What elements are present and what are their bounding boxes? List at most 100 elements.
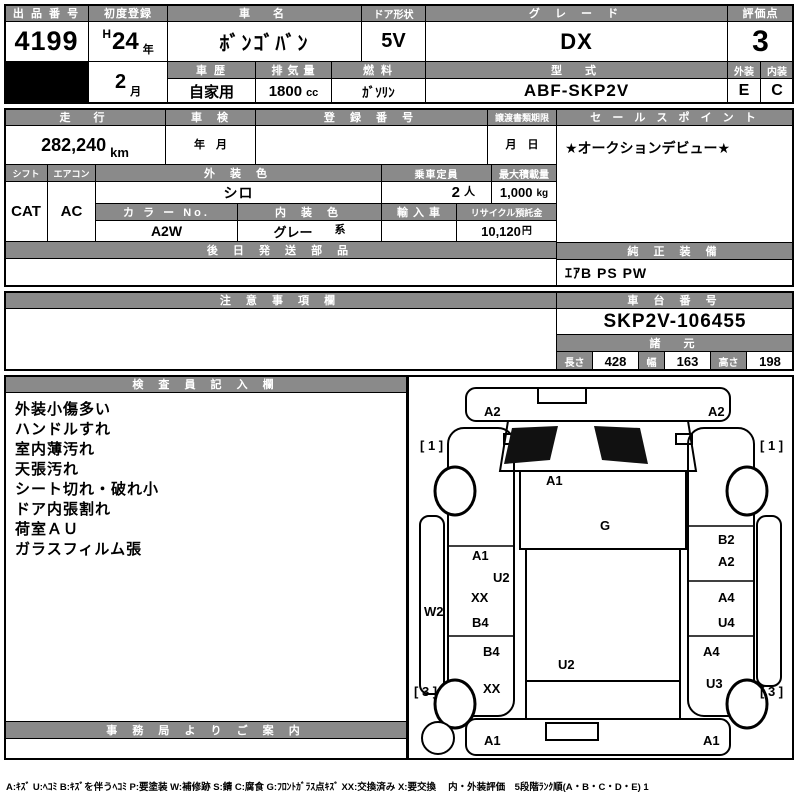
inspector-note: ドア内張割れ xyxy=(15,501,112,518)
int-color-label: 内 装 色 xyxy=(237,203,382,221)
max-load-value: 1,000 kg xyxy=(491,181,557,204)
import-value xyxy=(381,220,457,242)
sales-point-label: セ ー ル ス ポ イ ン ト xyxy=(556,108,794,126)
damage-marker: A4 xyxy=(703,644,720,659)
mileage-label: 走 行 xyxy=(4,108,166,126)
aircon-label: エアコン xyxy=(47,164,96,182)
damage-marker: A1 xyxy=(484,733,501,748)
sales-point-value: ★オークションデビュー★ xyxy=(556,125,794,243)
damage-marker: [ 3 ] xyxy=(414,684,438,699)
door-shape-label: ドア形状 xyxy=(361,4,426,22)
interior-label: 内装 xyxy=(760,61,794,79)
int-color-name: グレー xyxy=(273,224,313,240)
interior-score: C xyxy=(760,78,794,104)
auction-no-label: 出 品 番 号 xyxy=(4,4,89,22)
history-label: 車 歴 xyxy=(167,61,256,79)
score-label: 評価点 xyxy=(727,4,794,22)
ext-color-label: 外 装 色 xyxy=(95,164,382,182)
reg-no-label: 登 録 番 号 xyxy=(255,108,488,126)
damage-marker: U3 xyxy=(706,676,723,691)
damage-marker: U4 xyxy=(718,615,735,630)
max-load-number: 1,000 xyxy=(499,185,533,200)
inspector-note: シート切れ・破れ小 xyxy=(15,481,160,498)
capacity-value: 2 人 xyxy=(381,181,492,204)
later-parts-label: 後 日 発 送 部 品 xyxy=(4,241,557,259)
first-reg-label: 初度登録 xyxy=(88,4,168,22)
color-no-value: A2W xyxy=(95,220,238,242)
oem-equipment-label: 純 正 装 備 xyxy=(556,242,794,260)
shift-value: CAT xyxy=(4,181,48,242)
inspection-value: 年 月 xyxy=(165,125,256,165)
grade-value: DX xyxy=(425,21,728,62)
damage-marker: XX xyxy=(471,590,489,605)
grade-label: グ レ ー ド xyxy=(425,4,728,22)
inspector-note: ハンドルすれ xyxy=(15,421,112,438)
door-shape-value: 5V xyxy=(361,21,426,62)
displacement-number: 1800 xyxy=(268,82,303,100)
max-load-label: 最大積載量 xyxy=(491,164,557,182)
max-load-unit: kg xyxy=(536,188,549,199)
year-unit: 年 xyxy=(142,44,154,56)
int-color-value: グレー 系 xyxy=(237,220,382,242)
history-value: 自家用 xyxy=(167,78,256,104)
era-mark: H xyxy=(102,27,111,41)
fuel-value: ｶﾞｿﾘﾝ xyxy=(331,78,426,104)
inspector-note: 荷室ＡＵ xyxy=(15,521,80,538)
capacity-unit: 人 xyxy=(464,186,475,198)
exterior-score: E xyxy=(727,78,761,104)
office-info-value xyxy=(4,738,408,760)
inspector-note: 室内薄汚れ xyxy=(15,441,96,458)
damage-marker: U2 xyxy=(493,570,510,585)
inspector-label: 検 査 員 記 入 欄 xyxy=(4,375,408,393)
damage-marker: A2 xyxy=(708,404,725,419)
car-name-label: 車 名 xyxy=(167,4,362,22)
color-no-label: カ ラ ー No. xyxy=(95,203,238,221)
recycle-number: 10,120 xyxy=(481,223,521,239)
ext-color-value: シロ xyxy=(95,181,382,204)
car-name: ﾎﾞﾝｺﾞﾊﾞﾝ xyxy=(167,21,362,62)
height-value: 198 xyxy=(759,353,781,369)
model-value: ABF-SKP2V xyxy=(425,78,728,104)
recycle-label: リサイクル預託金 xyxy=(456,203,557,221)
office-info-label: 事 務 局 よ り ご 案 内 xyxy=(4,721,408,739)
month-unit: 月 xyxy=(130,86,142,98)
mileage-value: 282,240 km xyxy=(4,125,166,165)
mileage-unit: km xyxy=(110,145,129,160)
first-reg-year: H 24 年 xyxy=(88,21,168,62)
reg-no-value xyxy=(255,125,488,165)
first-reg-month: 2 月 xyxy=(88,61,168,104)
exterior-label: 外装 xyxy=(727,61,761,79)
spec-label: 諸 元 xyxy=(556,334,794,352)
inspector-note: ガラスフィルム張 xyxy=(15,541,143,558)
spec-values: 長さ 428 幅 163 高さ 198 xyxy=(556,351,794,371)
displacement-unit: cc xyxy=(306,87,319,99)
van-top-view-icon xyxy=(419,387,782,756)
displacement-label: 排 気 量 xyxy=(255,61,332,79)
damage-marker: U2 xyxy=(558,657,575,672)
inspector-note: 外装小傷多い xyxy=(15,401,112,418)
int-color-suffix: 系 xyxy=(334,224,346,236)
caution-label: 注 意 事 項 欄 xyxy=(4,291,557,309)
damage-marker: A1 xyxy=(546,473,563,488)
legend-text: A:ｷｽﾞ U:ﾍｺﾐ B:ｷｽﾞを伴うﾍｺﾐ P:要塗装 W:補修跡 S:錆 … xyxy=(6,782,649,793)
chassis-no-value: SKP2V-106455 xyxy=(556,308,794,335)
damage-marker: [ 1 ] xyxy=(760,438,784,453)
transfer-deadline-value: 月 日 xyxy=(487,125,557,165)
first-reg-month-value: 2 xyxy=(114,71,127,93)
width-value: 163 xyxy=(665,352,711,370)
damage-marker: A4 xyxy=(718,590,735,605)
later-parts-value xyxy=(4,258,557,287)
damage-marker: A1 xyxy=(703,733,720,748)
damage-marker: B4 xyxy=(472,615,489,630)
height-label: 高さ xyxy=(711,352,747,370)
damage-marker: [ 3 ] xyxy=(760,684,784,699)
damage-marker: B2 xyxy=(718,532,735,547)
inspector-note: 天張汚れ xyxy=(15,461,80,478)
damage-marker: A2 xyxy=(484,404,501,419)
damage-marker: B4 xyxy=(483,644,500,659)
damage-marker: A1 xyxy=(472,548,489,563)
caution-value xyxy=(4,308,557,371)
mileage-number: 282,240 xyxy=(41,134,107,155)
